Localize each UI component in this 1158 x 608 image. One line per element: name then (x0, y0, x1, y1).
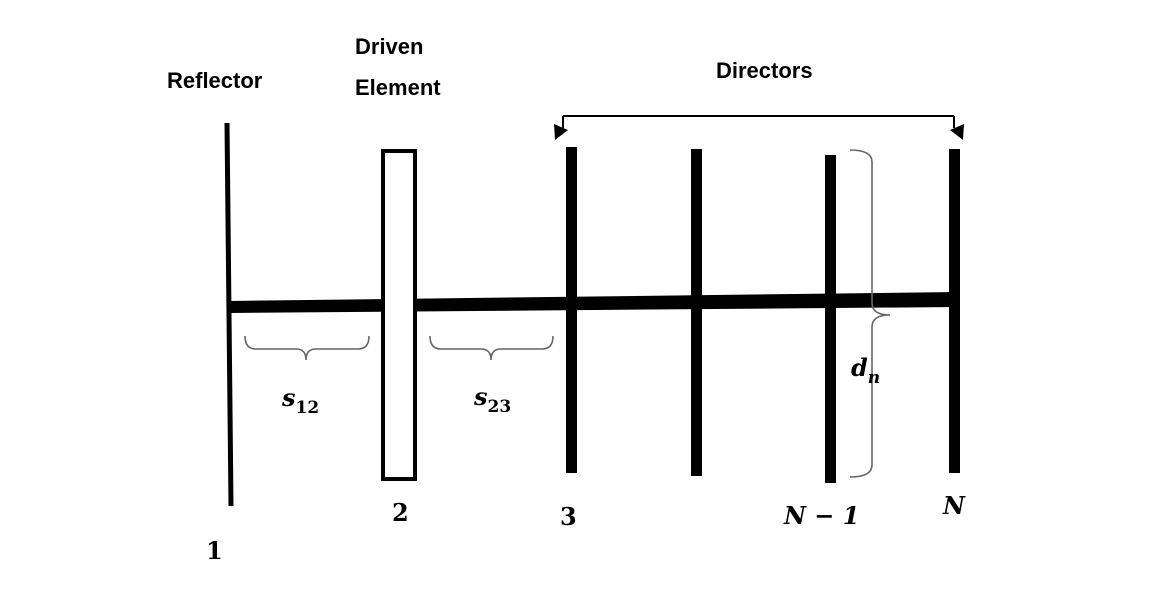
s12-label: s12 (281, 383, 319, 418)
element-number-n-minus-1: N − 1 (783, 501, 859, 530)
reflector-label: Reflector (167, 68, 263, 93)
s23-subscript: 23 (488, 397, 512, 417)
dn-subscript: n (868, 368, 880, 388)
director-element-3 (566, 147, 577, 473)
s12-brace (244, 335, 370, 361)
element-number-2: 2 (392, 498, 409, 527)
s23-brace (429, 335, 554, 361)
element-number-3: 3 (560, 502, 577, 531)
driven-element (381, 149, 417, 481)
dn-base: d (851, 353, 868, 382)
s12-base: s (281, 383, 296, 412)
boom (228, 292, 958, 313)
driven-element-label-line2: Element (355, 75, 441, 100)
reflector-element (224, 122, 234, 507)
driven-element-label-line1: Driven (355, 34, 423, 59)
dn-label: dn (851, 353, 880, 388)
director-element-4 (691, 149, 702, 476)
directors-arrow-right-head (950, 124, 964, 140)
element-number-1: 1 (206, 536, 223, 565)
element-number-n: N (942, 491, 966, 520)
s23-base: s (473, 382, 488, 411)
director-element-n-minus-1 (825, 155, 836, 483)
director-element-n (949, 149, 960, 473)
directors-label: Directors (716, 58, 813, 83)
dn-brace (849, 149, 891, 478)
s12-subscript: 12 (296, 398, 320, 418)
directors-arrow-left-head (554, 124, 568, 140)
s23-label: s23 (473, 382, 511, 417)
